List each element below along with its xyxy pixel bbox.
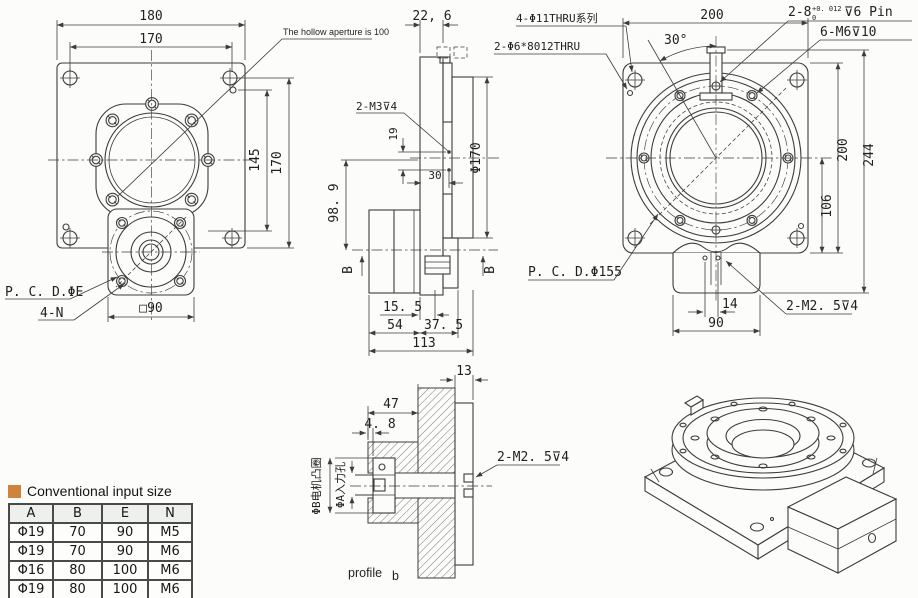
col-a: A bbox=[8, 503, 54, 524]
section-b-left: B bbox=[341, 266, 356, 274]
dim-square-90: □90 bbox=[139, 301, 162, 316]
dim-phi-170: Φ170 bbox=[469, 142, 484, 173]
caption-profile: profile bbox=[348, 566, 382, 580]
dim-30: 30 bbox=[428, 169, 441, 182]
dim-4-8: 4. 8 bbox=[364, 417, 395, 432]
section-b-right: B bbox=[483, 266, 498, 274]
label-2-m25-top: 2-M2. 5⊽4 bbox=[786, 299, 858, 314]
dim-180: 180 bbox=[139, 9, 162, 24]
orange-square-icon bbox=[8, 484, 21, 498]
label-pin-prefix: 2-8 bbox=[788, 5, 811, 20]
table-title-row: Conventional input size bbox=[8, 483, 194, 499]
dim-98-9: 98. 9 bbox=[327, 183, 342, 222]
label-6-m6: 6-M6⊽10 bbox=[820, 25, 876, 40]
dim-54: 54 bbox=[387, 318, 403, 333]
dim-22-6: 22, 6 bbox=[412, 9, 451, 24]
col-b: B bbox=[52, 503, 103, 524]
section-view: 13 47 4. 8 ΦB电机凸圈 ΦA入力孔 2-M2. 5⊽4 profil… bbox=[309, 364, 569, 583]
dim-200-top: 200 bbox=[700, 8, 723, 23]
label-4-phi11: 4-Φ11THRU系列 bbox=[516, 11, 598, 25]
label-2-m25-section: 2-M2. 5⊽4 bbox=[497, 450, 569, 465]
dim-47: 47 bbox=[383, 397, 399, 412]
dim-170-right: 170 bbox=[270, 151, 285, 174]
dim-244: 244 bbox=[862, 143, 877, 167]
dim-14: 14 bbox=[722, 297, 738, 312]
dim-15-5: 15. 5 bbox=[383, 300, 422, 315]
label-4-n: 4-N bbox=[40, 306, 63, 321]
dim-30-deg: 30° bbox=[664, 33, 687, 48]
label-pin-tol-lower: 0 bbox=[812, 14, 816, 22]
col-n: N bbox=[147, 503, 193, 524]
label-pcd-155: P. C. D.Φ155 bbox=[528, 265, 622, 280]
label-phi-a-input-hole: ΦA入力孔 bbox=[334, 462, 347, 508]
label-phi-b-motor-boss: ΦB电机凸圈 bbox=[309, 457, 323, 514]
dim-19: 19 bbox=[387, 127, 400, 140]
dim-200-right: 200 bbox=[836, 138, 851, 161]
label-2-m3: 2-M3⊽4 bbox=[356, 100, 398, 113]
dim-37-5: 37. 5 bbox=[424, 318, 463, 333]
side-view: B B 22, 6 2-M3⊽4 19 30 Φ170 98. 9 15. 5 … bbox=[327, 9, 500, 356]
front-view: The hollow aperture is 100 180 170 145 1… bbox=[5, 9, 389, 322]
dim-113: 113 bbox=[412, 336, 435, 351]
iso-view bbox=[643, 395, 898, 574]
col-e: E bbox=[101, 503, 149, 524]
label-pcd-e: P. C. D.ΦE bbox=[5, 285, 83, 300]
label-pin-suffix: ⊽6 Pin bbox=[844, 5, 893, 20]
table-title: Conventional input size bbox=[27, 483, 172, 499]
dim-90: 90 bbox=[708, 316, 724, 331]
note-hollow-aperture: The hollow aperture is 100 bbox=[283, 27, 389, 37]
label-2-phi6: 2-Φ6*8012THRU bbox=[494, 40, 580, 53]
table-header-row: A B E N bbox=[8, 503, 193, 524]
dim-170-top: 170 bbox=[139, 32, 162, 47]
label-pin-tol-upper: +0. 012 bbox=[812, 5, 842, 13]
top-view: 30° 4-Φ11THRU系列 2-Φ6*8012THRU 2-8 +0. 01… bbox=[494, 5, 912, 336]
caption-profile-b: b bbox=[392, 569, 399, 583]
dim-13: 13 bbox=[456, 364, 472, 379]
dim-106: 106 bbox=[820, 194, 835, 217]
dim-145: 145 bbox=[248, 148, 263, 171]
